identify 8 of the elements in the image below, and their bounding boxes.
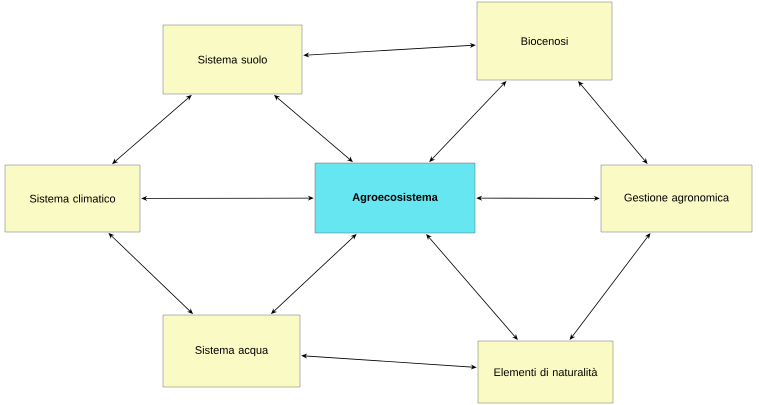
concept-box: Biocenosi	[476, 2, 612, 80]
center-box: Agroecosistema	[314, 162, 476, 234]
concept-box: Elementi di naturalità	[478, 340, 614, 404]
concept-box: Gestione agronomica	[600, 164, 752, 232]
arrow	[570, 233, 650, 340]
concept-box: Sistema acqua	[162, 314, 300, 388]
concept-box: Sistema suolo	[162, 24, 302, 94]
concept-box: Sistema climatico	[4, 164, 140, 232]
